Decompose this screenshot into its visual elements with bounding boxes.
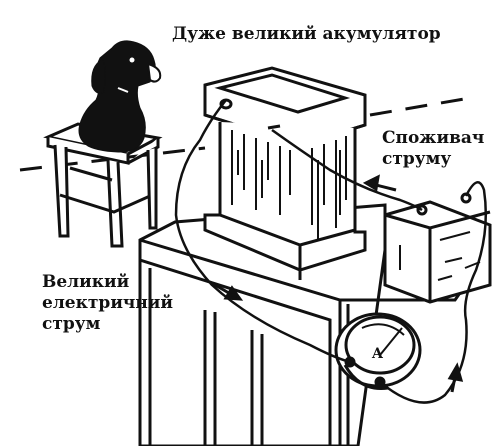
battery-texture bbox=[231, 130, 347, 240]
label-current-line-2: електричний bbox=[42, 293, 174, 313]
current-arrows bbox=[209, 174, 464, 393]
battery bbox=[203, 66, 367, 280]
dog bbox=[78, 40, 162, 153]
consumer-texture bbox=[399, 231, 481, 281]
arrow-right-icon bbox=[209, 280, 244, 301]
label-consumer-line-2: струму bbox=[382, 149, 452, 169]
circuit-wires bbox=[174, 99, 488, 404]
ammeter-letter: A bbox=[371, 346, 384, 362]
label-consumer-line-1: Споживач bbox=[382, 128, 485, 148]
arrow-up-icon bbox=[447, 362, 464, 393]
label-battery: Дуже великий акумулятор bbox=[172, 24, 441, 45]
label-current-line-3: струм bbox=[42, 314, 101, 334]
label-consumer: Споживач струму bbox=[382, 128, 484, 170]
label-battery-text: Дуже великий акумулятор bbox=[172, 24, 441, 44]
arrow-left-icon bbox=[362, 174, 397, 192]
label-current: Великий електричний струм bbox=[42, 272, 173, 335]
ammeter bbox=[334, 312, 422, 391]
consumer-box bbox=[383, 192, 492, 304]
label-current-line-1: Великий bbox=[42, 272, 130, 292]
